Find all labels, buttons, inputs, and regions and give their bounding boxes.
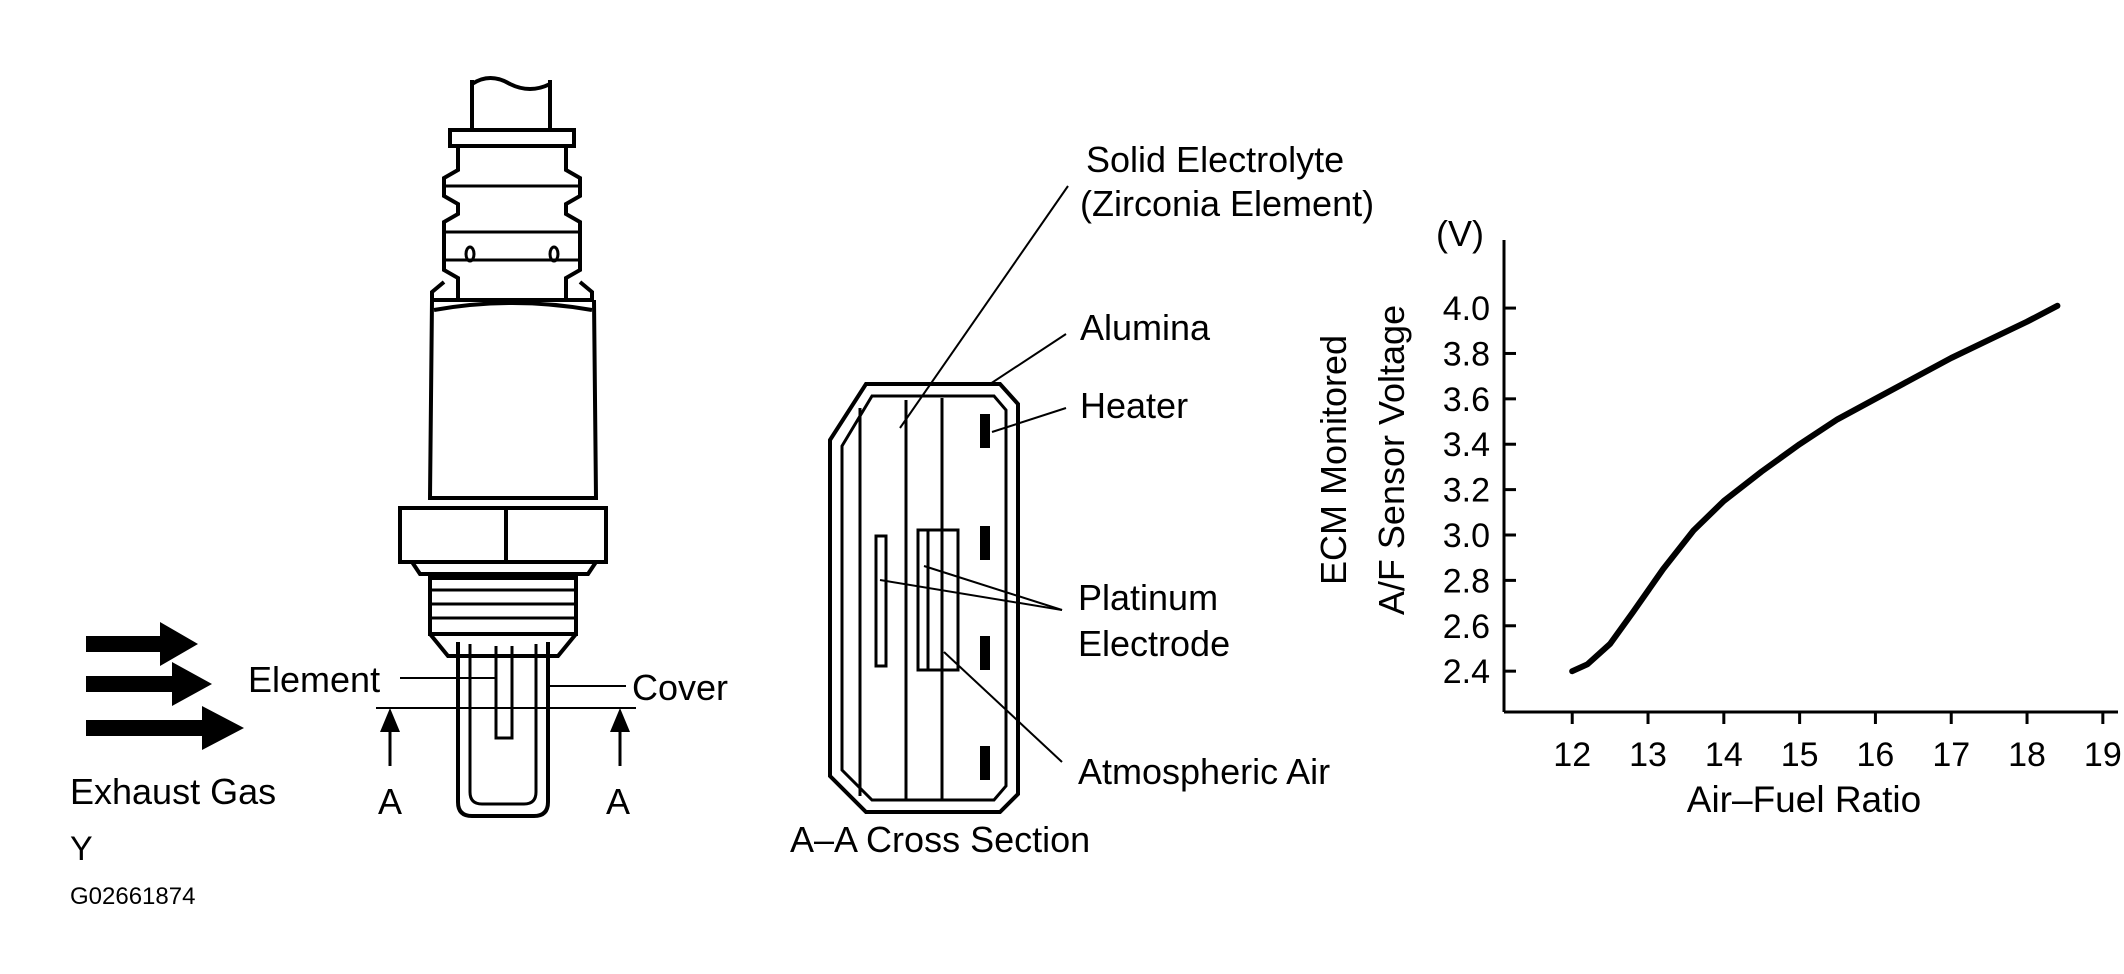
sensor-main-cylinder xyxy=(427,299,599,500)
y-tick-label: 3.2 xyxy=(1443,472,1490,510)
label-electrode: Electrode xyxy=(1078,623,1230,664)
x-axis-label: Air–Fuel Ratio xyxy=(1687,779,1921,820)
label-element: Element xyxy=(248,659,380,700)
footer-code-letter: Y xyxy=(70,830,93,868)
y-tick-label: 2.8 xyxy=(1443,562,1490,600)
x-tick-label: 18 xyxy=(2008,736,2046,774)
hex-nut-washer xyxy=(410,560,598,576)
x-tick-label: 17 xyxy=(1932,736,1970,774)
sensor-threads xyxy=(428,576,578,636)
section-arrow-right-head xyxy=(610,708,630,732)
x-tick-label: 16 xyxy=(1857,736,1895,774)
label-exhaust-gas: Exhaust Gas xyxy=(70,771,276,812)
cross-section-outer xyxy=(828,382,1020,814)
figure-id: G02661874 xyxy=(70,883,195,910)
sensor-upper-body xyxy=(442,146,582,302)
platinum-leader-2 xyxy=(923,565,1063,611)
y-tick-label: 4.0 xyxy=(1443,290,1490,328)
x-tick-label: 14 xyxy=(1705,736,1743,774)
label-cover: Cover xyxy=(632,667,728,708)
sensor-shoulder xyxy=(430,280,594,302)
y-tick-label: 3.4 xyxy=(1443,426,1490,464)
exhaust-gas-arrows xyxy=(86,622,244,750)
sensor-hex-nut xyxy=(398,506,608,564)
y-tick-label: 2.6 xyxy=(1443,608,1490,646)
x-tick-label: 15 xyxy=(1781,736,1819,774)
label-atmospheric-air: Atmospheric Air xyxy=(1078,751,1330,792)
vent-hole-right xyxy=(548,245,560,263)
x-ticks: 12 13 14 15 16 17 18 19 xyxy=(1553,712,2122,774)
series-line xyxy=(1569,302,2061,675)
sensor-cylinder-top xyxy=(433,301,593,312)
exhaust-arrow-2 xyxy=(86,662,212,706)
y-tick-label: 3.8 xyxy=(1443,335,1490,373)
y-unit-label: (V) xyxy=(1436,213,1484,254)
sensor-drawing xyxy=(376,76,636,818)
y-ticks: 2.4 2.6 2.8 3.0 3.2 3.4 3.6 3.8 4.0 xyxy=(1443,290,1516,691)
platinum-leader-1 xyxy=(879,579,1063,611)
sensor-element xyxy=(494,646,514,740)
label-solid-electrolyte: Solid Electrolyte xyxy=(1086,139,1344,180)
sensor-wire xyxy=(470,80,552,130)
alumina-leader xyxy=(989,333,1067,385)
thread-lines xyxy=(430,588,576,620)
heater-element-1 xyxy=(980,414,990,448)
heater-element-2 xyxy=(980,526,990,560)
label-zirconia-element: (Zirconia Element) xyxy=(1080,183,1374,224)
x-tick-label: 12 xyxy=(1553,736,1591,774)
sensor-wire-end xyxy=(470,76,551,91)
label-section-a-left: A xyxy=(378,781,402,822)
cross-section-inner xyxy=(840,394,1008,802)
exhaust-arrow-3 xyxy=(86,706,244,750)
heater-element-4 xyxy=(980,746,990,780)
heater-leader xyxy=(991,407,1067,433)
x-tick-label: 13 xyxy=(1629,736,1667,774)
sensor-cover xyxy=(456,642,550,818)
atmospheric-air-leader xyxy=(943,651,1063,763)
label-heater: Heater xyxy=(1080,385,1188,426)
y-axis-label-line1: ECM Monitored xyxy=(1313,335,1354,585)
y-axis-label-line2: A/F Sensor Voltage xyxy=(1371,305,1412,615)
y-tick-label: 2.4 xyxy=(1443,653,1490,691)
platinum-electrode-left xyxy=(874,534,888,668)
label-alumina: Alumina xyxy=(1080,307,1211,348)
sensor-grooves xyxy=(444,184,580,262)
y-tick-label: 3.6 xyxy=(1443,381,1490,419)
sensor-cover-inner xyxy=(468,644,538,806)
label-platinum: Platinum xyxy=(1078,577,1218,618)
cross-section-drawing xyxy=(828,185,1069,814)
sensor-taper xyxy=(428,632,578,658)
vent-hole-left xyxy=(464,245,476,263)
atmospheric-air-channel xyxy=(926,528,960,672)
heater-element-3 xyxy=(980,636,990,670)
section-arrow-left-head xyxy=(380,708,400,732)
y-tick-label: 3.0 xyxy=(1443,517,1490,555)
solid-electrolyte-leader xyxy=(899,185,1069,429)
label-section-a-right: A xyxy=(606,781,630,822)
chart: 2.4 2.6 2.8 3.0 3.2 3.4 3.6 3.8 4.0 12 13 14 15 16 17… xyxy=(1313,213,2122,820)
exhaust-arrow-1 xyxy=(86,622,198,666)
sensor-cap xyxy=(448,128,576,148)
cross-section-title: A–A Cross Section xyxy=(790,819,1090,860)
x-tick-label: 19 xyxy=(2084,736,2122,774)
